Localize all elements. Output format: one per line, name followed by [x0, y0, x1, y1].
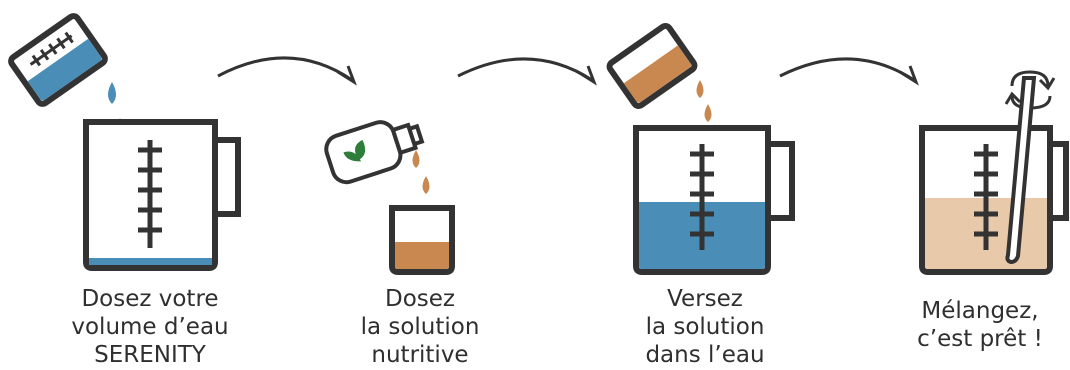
caption-line: Dosez votre: [81, 286, 219, 312]
step-1-illustration: [8, 13, 241, 271]
caption-line: dans l’eau: [645, 342, 765, 368]
nutrient-drop-icon: [696, 80, 704, 98]
caption-line: SERENITY: [94, 342, 206, 368]
caption-line: la solution: [645, 314, 765, 340]
stirring-jug-icon: [919, 125, 1069, 275]
step-1-caption: Dosez votre volume d’eau SERENITY: [40, 285, 260, 369]
measuring-jug-icon: [83, 119, 241, 271]
step-3-caption: Versez la solution dans l’eau: [605, 285, 805, 369]
caption-line: c’est prêt !: [917, 326, 1043, 352]
caption-line: volume d’eau: [71, 314, 229, 340]
step-3-illustration: [606, 23, 795, 275]
step-2-caption: Dosez la solution nutritive: [325, 285, 515, 369]
arrow-icon: [217, 56, 357, 86]
caption-line: la solution: [360, 314, 480, 340]
pouring-solution-beaker-icon: [606, 23, 698, 109]
caption-line: Mélangez,: [921, 298, 1039, 324]
caption-line: Versez: [667, 286, 743, 312]
arrow-icon: [779, 57, 919, 86]
nutrient-bottle-icon: [324, 120, 425, 185]
caption-line: nutritive: [371, 342, 469, 368]
step-2-illustration: [324, 120, 455, 275]
step-4-illustration: [919, 70, 1069, 275]
step-4-caption: Mélangez, c’est prêt !: [890, 297, 1070, 353]
caption-line: Dosez: [385, 286, 455, 312]
measuring-jug-icon: [633, 125, 795, 275]
nutrient-drop-icon: [412, 150, 420, 168]
nutrient-drop-icon: [704, 104, 712, 122]
nutrient-drop-icon: [422, 176, 430, 194]
stirring-rod-icon: [1005, 76, 1037, 265]
water-drop-icon: [108, 82, 116, 104]
arrow-icon: [457, 57, 597, 86]
measuring-cup-icon: [389, 205, 455, 275]
pouring-water-beaker-icon: [8, 13, 108, 107]
